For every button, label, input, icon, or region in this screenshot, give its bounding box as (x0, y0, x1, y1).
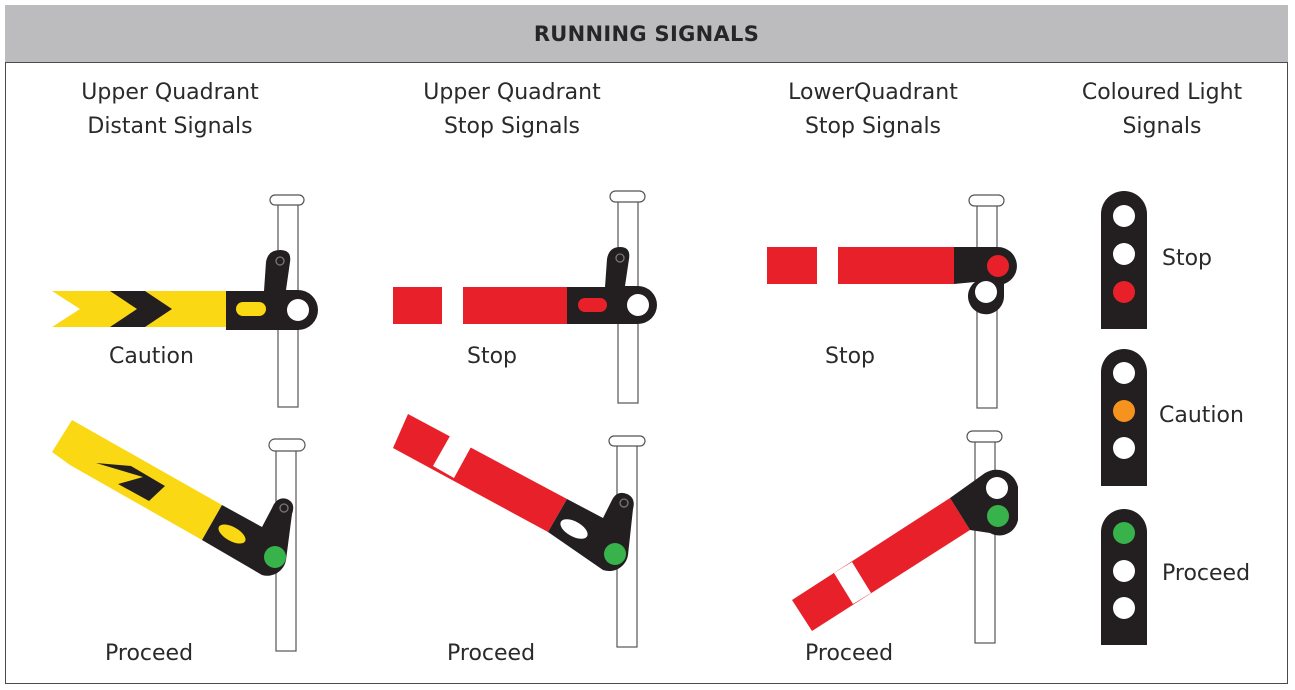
arm-stripe (442, 287, 463, 324)
label-uq-proceed: Proceed (447, 641, 536, 666)
column-title-uq-stop: Upper Quadrant Stop Signals (382, 76, 642, 144)
lq-stop-signal-stop (767, 194, 1017, 409)
colour-light-stop (1101, 191, 1147, 329)
column-title-line: Upper Quadrant (423, 80, 601, 105)
lamp-icon (1113, 362, 1135, 384)
post-cap-icon (269, 194, 305, 206)
lamp-icon (1113, 560, 1135, 582)
lamp-icon (264, 546, 286, 568)
page-title: RUNNING SIGNALS (533, 21, 760, 46)
chevron-icon (96, 463, 165, 501)
distant-signal-caution (52, 194, 318, 408)
column-title-lq-stop: LowerQuadrant Stop Signals (743, 76, 1003, 144)
stop-arm-blade (767, 247, 954, 284)
stop-arm-blade (393, 287, 567, 324)
stop-arm-blade (792, 498, 970, 631)
pivot-icon (279, 503, 289, 513)
arm-stripe (433, 436, 471, 478)
label-light-proceed: Proceed (1162, 561, 1251, 586)
green-lamp-icon (987, 505, 1009, 527)
lq-stop-signal-proceed (792, 430, 1018, 644)
lamp-icon (604, 543, 626, 565)
red-lamp-icon (987, 255, 1009, 277)
chevron-icon (110, 291, 172, 327)
column-title-line: Coloured Light (1081, 80, 1243, 105)
yellow-lamp-icon (218, 524, 246, 544)
distant-signal-proceed (52, 420, 306, 652)
arm-stripe (817, 247, 838, 284)
column-title-line: Signals (1122, 114, 1202, 139)
post-cap-icon (968, 194, 1005, 207)
column-title-line: Stop Signals (443, 114, 581, 139)
uq-stop-signal-stop (393, 190, 657, 404)
label-lq-stop: Stop (825, 344, 876, 369)
yellow-lamp-icon (236, 302, 266, 316)
post-cap-icon (608, 435, 646, 447)
header-bar: RUNNING SIGNALS (5, 5, 1288, 63)
colour-light-proceed (1101, 509, 1147, 645)
column-title-line: Upper Quadrant (81, 80, 259, 105)
lamp-icon (627, 294, 649, 316)
red-lamp-icon (1113, 281, 1135, 303)
column-title-line: LowerQuadrant (788, 80, 958, 105)
lamp-icon (287, 299, 309, 321)
lamp-icon (975, 281, 997, 303)
lamp-icon (1113, 597, 1135, 619)
lamp-icon (1113, 243, 1135, 265)
pivot-icon (275, 256, 285, 266)
column-title-line: Stop Signals (804, 114, 942, 139)
arm-spectacle-icon (954, 247, 1017, 315)
white-lamp-icon (560, 519, 588, 539)
lamp-icon (1113, 205, 1135, 227)
column-title-distant: Upper Quadrant Distant Signals (40, 76, 300, 144)
label-lq-proceed: Proceed (805, 641, 894, 666)
pivot-icon (619, 498, 629, 508)
label-uq-stop: Stop (467, 344, 518, 369)
pivot-icon (615, 253, 625, 263)
arm-stripe (834, 562, 871, 604)
column-title-line: Distant Signals (87, 114, 253, 139)
label-light-stop: Stop (1162, 246, 1213, 271)
lamp-icon (986, 477, 1008, 499)
colour-light-caution (1101, 349, 1147, 486)
lamp-icon (1113, 437, 1135, 459)
label-distant-caution: Caution (109, 344, 194, 369)
label-distant-proceed: Proceed (105, 641, 194, 666)
stop-arm-blade (393, 414, 567, 532)
post-cap-icon (268, 438, 306, 452)
post-cap-icon (966, 430, 1003, 443)
uq-stop-signal-proceed (393, 414, 646, 648)
label-light-caution: Caution (1159, 403, 1244, 428)
red-lamp-icon (578, 298, 607, 312)
post-cap-icon (609, 190, 646, 203)
amber-lamp-icon (1113, 400, 1135, 422)
green-lamp-icon (1113, 522, 1135, 544)
column-title-colour-light: Coloured Light Signals (1042, 76, 1282, 144)
